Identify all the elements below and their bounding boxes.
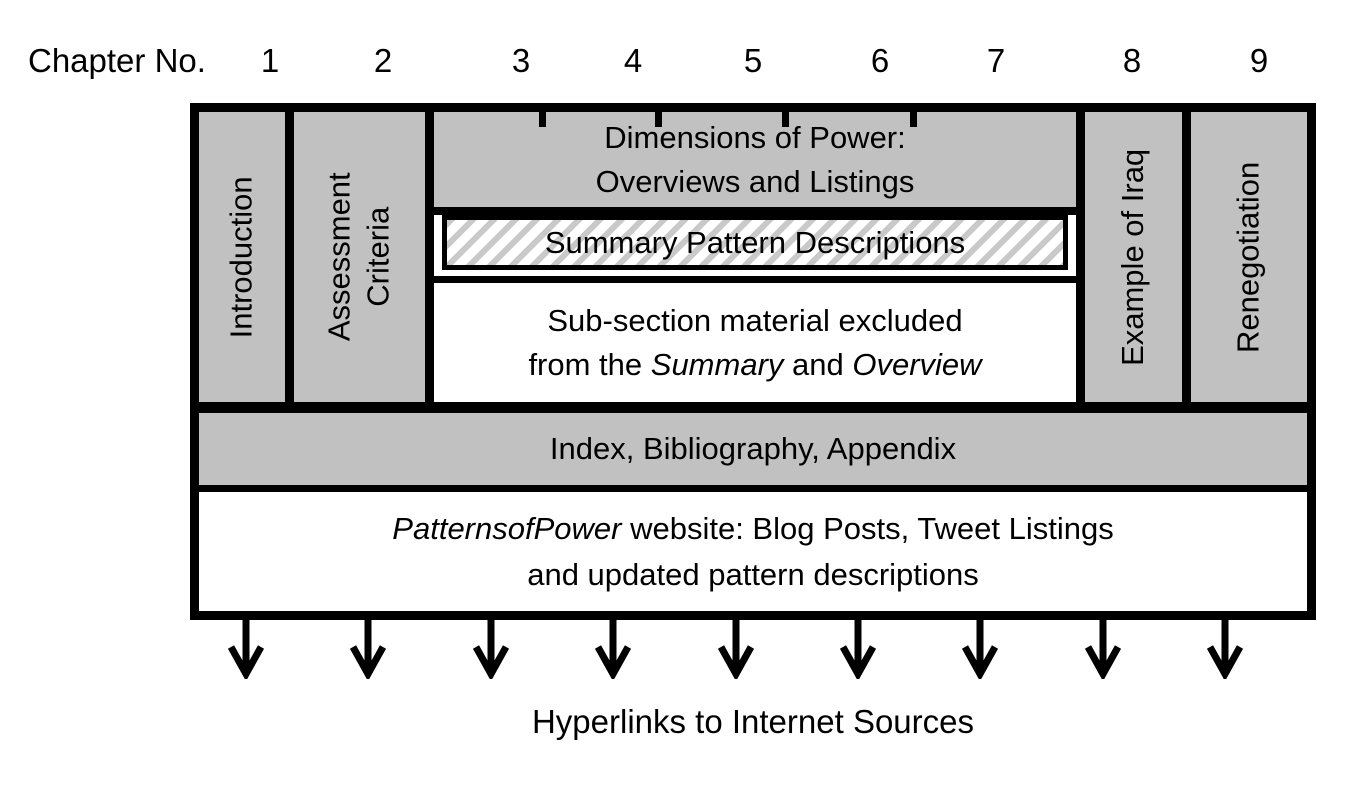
down-arrow-icon: [1206, 619, 1244, 679]
sub-section-line-1: Sub-section material excluded: [547, 302, 963, 338]
chapter-number-1: 1: [260, 42, 280, 79]
chapter-boundary-tick: [910, 112, 917, 127]
summary-pattern-descriptions-label: Summary Pattern Descriptions: [544, 224, 966, 260]
chapter-number-8: 8: [1122, 42, 1142, 79]
sub-section-material-box: Sub-section material excluded from the S…: [434, 276, 1076, 402]
down-arrow-icon: [717, 619, 755, 679]
chapters-row: Introduction Assessment Criteria Dimensi…: [199, 112, 1307, 402]
down-arrow-icon: [472, 619, 510, 679]
down-arrow-icon: [594, 619, 632, 679]
website-line-2: and updated pattern descriptions: [527, 556, 979, 592]
column-dimensions-of-power: Dimensions of Power: Overviews and Listi…: [434, 112, 1076, 402]
hyperlinks-caption: Hyperlinks to Internet Sources: [531, 703, 975, 740]
down-arrow-icon: [961, 619, 999, 679]
chapter-number-4: 4: [623, 42, 643, 79]
dimensions-line-1: Dimensions of Power:: [604, 119, 906, 155]
example-of-iraq-label: Example of Iraq: [1115, 148, 1151, 366]
chapter-number-5: 5: [743, 42, 763, 79]
index-bibliography-appendix-label: Index, Bibliography, Appendix: [549, 431, 957, 466]
book-outline-box: Introduction Assessment Criteria Dimensi…: [190, 103, 1316, 620]
website-row: PatternsofPower website: Blog Posts, Twe…: [199, 492, 1307, 611]
down-arrow-icon: [839, 619, 877, 679]
chapter-number-2: 2: [373, 42, 393, 79]
dimensions-of-power-box: Dimensions of Power: Overviews and Listi…: [434, 112, 1076, 215]
down-arrow-icon: [1084, 619, 1122, 679]
dimensions-line-2: Overviews and Listings: [595, 163, 915, 199]
chapter-boundary-tick: [655, 112, 662, 127]
chapter-number-6: 6: [870, 42, 890, 79]
down-arrow-icon: [349, 619, 387, 679]
column-renegotiation: Renegotiation: [1191, 112, 1307, 402]
summary-pattern-descriptions-box: Summary Pattern Descriptions: [442, 215, 1068, 270]
chapter-boundary-tick: [539, 112, 546, 127]
chapter-no-label: Chapter No.: [28, 42, 206, 79]
column-introduction: Introduction: [199, 112, 294, 402]
column-example-of-iraq: Example of Iraq: [1076, 112, 1191, 402]
website-line-1: PatternsofPower website: Blog Posts, Twe…: [392, 510, 1114, 546]
down-arrow-icon: [227, 619, 265, 679]
assessment-criteria-label: Assessment Criteria: [321, 172, 396, 342]
renegotiation-label: Renegotiation: [1230, 161, 1266, 353]
chapter-boundary-tick: [782, 112, 789, 127]
sub-section-line-2: from the Summary and Overview: [528, 346, 982, 382]
column-assessment-criteria: Assessment Criteria: [294, 112, 434, 402]
introduction-label: Introduction: [223, 176, 259, 338]
chapter-number-3: 3: [511, 42, 531, 79]
index-bibliography-appendix-row: Index, Bibliography, Appendix: [199, 402, 1307, 492]
chapter-number-9: 9: [1249, 42, 1269, 79]
chapter-number-7: 7: [986, 42, 1006, 79]
